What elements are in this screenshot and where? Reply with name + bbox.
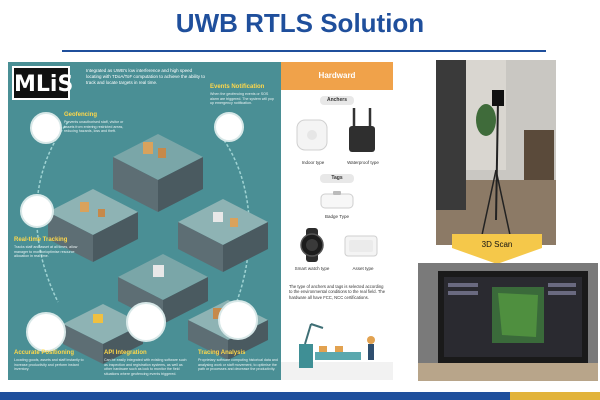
positioning-heading: Accurate Positioning <box>14 350 75 356</box>
notification-photo <box>214 112 244 142</box>
hardware-header: Hardward <box>281 62 393 90</box>
tracing-photo <box>218 300 258 340</box>
tags-label: Tags <box>320 174 354 183</box>
geofencing-text: Prevents unauthorised staff, visitor or … <box>64 120 124 134</box>
api-text: Can be easily integrated with existing s… <box>104 358 187 376</box>
monitor-scene <box>418 263 598 381</box>
room-bottom-left <box>63 304 143 364</box>
room-right <box>178 199 268 272</box>
title-underline <box>62 50 546 52</box>
asset-type-label: Asset type <box>352 266 374 271</box>
tracing-text: Proprietary software computing historica… <box>198 358 278 372</box>
hardware-panel: Hardward Anchers Indoor type Waterproof … <box>281 62 393 380</box>
indoor-type-label: Indoor type <box>301 160 325 165</box>
room-left <box>48 189 138 262</box>
badge-type-label: Badge Type <box>325 214 349 219</box>
geofencing-photo <box>30 112 62 144</box>
api-heading: API Integration <box>104 350 147 356</box>
slide-title: UWB RTLS Solution <box>175 8 425 38</box>
room-scene <box>436 60 556 245</box>
room-photo <box>436 60 556 245</box>
tracking-text: Tracks staff and asset at all times, all… <box>14 245 78 259</box>
api-photo <box>126 302 166 342</box>
indoor-anchor-icon <box>296 119 328 151</box>
bottom-bar-accent <box>510 392 600 400</box>
badge-tag-icon <box>320 191 354 209</box>
bottom-bar <box>0 392 600 400</box>
scan-arrow <box>452 234 542 264</box>
anchors-label: Anchers <box>320 96 354 105</box>
features-infographic: MLiS Integrated as UWB's low interferenc… <box>8 62 281 380</box>
positioning-photo <box>26 312 66 352</box>
intro-text: Integrated as UWB's low interference and… <box>86 68 205 85</box>
monitor-photo <box>418 263 598 381</box>
positioning-text: Locating goods, assets and staff instant… <box>14 358 84 372</box>
geofencing-heading: Geofencing <box>64 112 98 118</box>
waterproof-anchor-icon <box>349 108 375 152</box>
smartwatch-tag-icon <box>300 228 324 262</box>
room-top <box>113 134 203 212</box>
tracing-heading: Tracing Analysis <box>198 350 246 356</box>
mlis-logo: MLiS <box>12 66 73 100</box>
hardware-note: The type of anchers and tags is selected… <box>289 284 386 300</box>
smartwatch-type-label: Smart watch type <box>294 266 330 271</box>
notification-heading: Events Notification <box>210 84 265 90</box>
scan-label: 3D Scan <box>481 240 513 249</box>
asset-tag-icon <box>344 235 378 257</box>
tracking-photo <box>20 194 54 228</box>
notification-text: When the geofencing events or SOS alarm … <box>210 92 274 106</box>
factory-illustration <box>281 323 393 380</box>
tracking-heading: Real-time Tracking <box>14 237 68 243</box>
waterproof-type-label: Waterproof type <box>347 160 379 165</box>
